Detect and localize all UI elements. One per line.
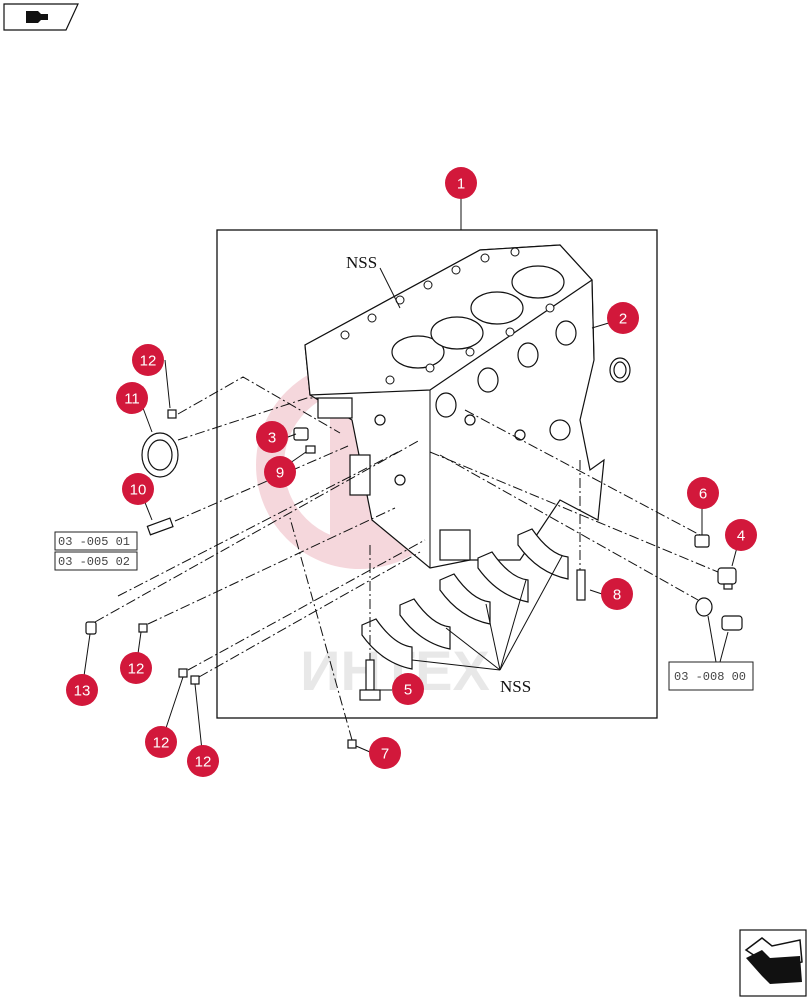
previous-page-tab[interactable] — [3, 3, 79, 31]
stud-8 — [576, 569, 586, 601]
callout-7[interactable]: 7 — [369, 737, 401, 769]
callout-5[interactable]: 5 — [392, 673, 424, 705]
reference-box-03-005-02[interactable]: 03 -005 02 — [54, 551, 138, 571]
pin-12d — [190, 675, 200, 685]
callout-9[interactable]: 9 — [264, 456, 296, 488]
svg-text:7: 7 — [381, 746, 389, 763]
nss-label-top: NSS — [346, 253, 377, 272]
pin-9 — [305, 445, 316, 454]
svg-text:3: 3 — [268, 430, 276, 447]
callout-12-middle[interactable]: 12 — [120, 652, 152, 684]
main-bearing-caps — [361, 528, 569, 670]
svg-text:6: 6 — [699, 486, 707, 503]
pin-12a — [167, 409, 177, 419]
svg-text:12: 12 — [128, 661, 145, 678]
reference-text-1: 03 -005 01 — [58, 535, 130, 549]
svg-text:8: 8 — [613, 587, 621, 604]
callout-12-lower-right[interactable]: 12 — [187, 745, 219, 777]
reference-box-03-005-01[interactable]: 03 -005 01 — [54, 531, 138, 551]
drain-plug-4 — [717, 567, 737, 590]
callout-12-top[interactable]: 12 — [132, 344, 164, 376]
svg-text:2: 2 — [619, 311, 627, 328]
svg-text:5: 5 — [404, 682, 412, 699]
callout-12-lower-left[interactable]: 12 — [145, 726, 177, 758]
arrow-icon — [744, 937, 803, 984]
rear-oil-seal — [141, 432, 179, 478]
svg-text:9: 9 — [276, 465, 284, 482]
reference-text-2: 03 -005 02 — [58, 555, 130, 569]
stud-10 — [146, 517, 174, 536]
front-seal-ring — [609, 357, 631, 383]
svg-text:12: 12 — [153, 735, 170, 752]
callout-6[interactable]: 6 — [687, 477, 719, 509]
nss-label-bottom: NSS — [500, 677, 531, 696]
callout-10[interactable]: 10 — [122, 473, 154, 505]
svg-text:4: 4 — [737, 528, 745, 545]
callout-3[interactable]: 3 — [256, 421, 288, 453]
cylinder-block — [304, 244, 605, 569]
svg-text:13: 13 — [74, 683, 91, 700]
callout-11[interactable]: 11 — [116, 382, 148, 414]
svg-text:11: 11 — [124, 391, 140, 408]
callout-8[interactable]: 8 — [601, 578, 633, 610]
callout-2[interactable]: 2 — [607, 302, 639, 334]
next-page-box[interactable] — [739, 929, 807, 997]
reference-text-3: 03 -008 00 — [674, 670, 746, 684]
book-arrow-icon — [26, 11, 48, 23]
assembly-frame — [216, 229, 658, 719]
svg-text:12: 12 — [195, 754, 212, 771]
callout-13[interactable]: 13 — [66, 674, 98, 706]
svg-text:12: 12 — [140, 353, 157, 370]
svg-text:1: 1 — [457, 176, 465, 193]
pin-12b — [138, 623, 148, 633]
plug-3 — [293, 427, 309, 441]
plug-7 — [347, 739, 357, 749]
dowel-13 — [85, 621, 97, 635]
svg-text:10: 10 — [130, 482, 147, 499]
pin-12c — [178, 668, 188, 678]
reference-box-03-008-00[interactable]: 03 -008 00 — [668, 661, 754, 691]
plug-6 — [694, 534, 710, 548]
leader-lines — [81, 267, 741, 761]
sensor-fitting — [695, 597, 743, 631]
callout-1[interactable]: 1 — [445, 167, 477, 199]
callout-4[interactable]: 4 — [725, 519, 757, 551]
